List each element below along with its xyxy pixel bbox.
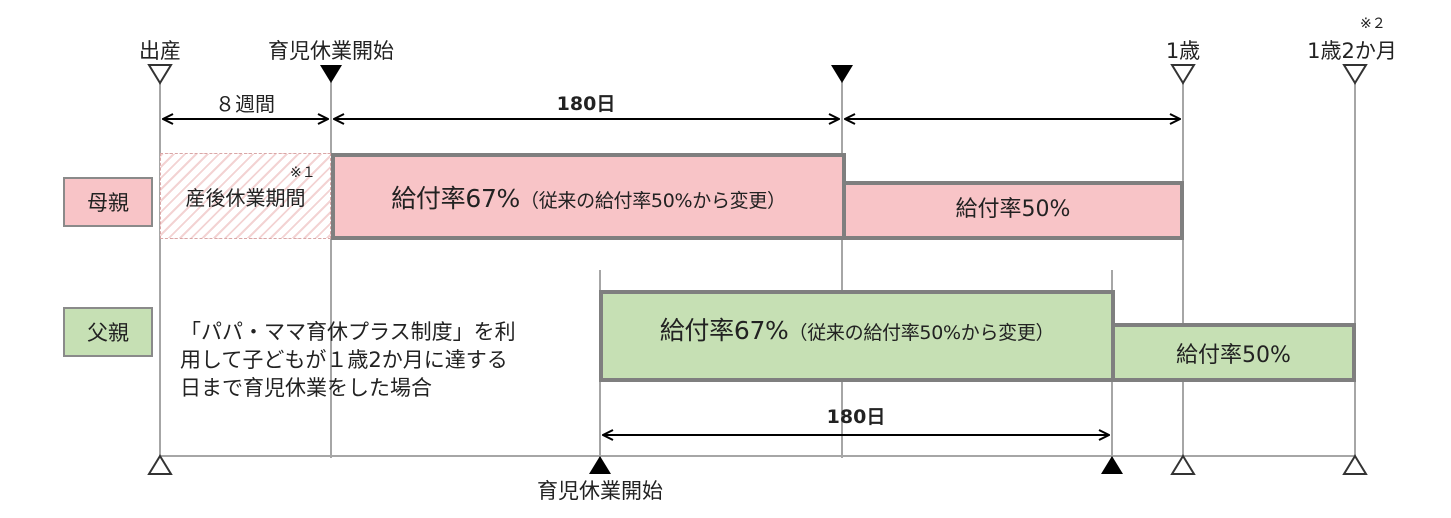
father-bar-rate-67-main: 給付率67% <box>659 316 789 345</box>
father-bar-rate-50: 給付率50% <box>1111 323 1356 382</box>
row-tag-mother: 母親 <box>63 177 153 227</box>
marker-one-year-icon <box>1170 64 1196 85</box>
span-label-father-180-days: 180日 <box>826 406 886 428</box>
marker-birth-icon <box>147 64 173 85</box>
papa-mama-plus-note-line-1: 「パパ・ママ育休プラス制度」を利 <box>180 320 516 344</box>
papa-mama-plus-note-line-2: 用して子どもが１歳2か月に達する <box>180 348 508 372</box>
papa-mama-plus-note-line-3: 日まで育児休業をした場合 <box>180 376 432 400</box>
marker-father-180-end-icon <box>1101 456 1123 474</box>
marker-bottom-one-year-two-months-icon <box>1342 454 1368 475</box>
marker-bottom-birth-icon <box>147 454 173 475</box>
father-bar-rate-50-text: 給付率50% <box>1176 342 1291 368</box>
mother-bar-rate-67-sub: （従来の給付率50%から変更） <box>520 189 786 212</box>
mother-bar-rate-67: 給付率67%（従来の給付率50%から変更） <box>331 153 846 240</box>
postpartum-leave-period: 産後休業期間 <box>160 153 331 239</box>
father-bar-rate-67: 給付率67%（従来の給付率50%から変更） <box>599 290 1115 382</box>
note-mark-2: ※２ <box>1360 16 1386 32</box>
marker-label-one-year-two-months: 1歳2か月 <box>1307 39 1397 63</box>
mother-bar-rate-50: 給付率50% <box>842 181 1184 240</box>
span-label-eight-weeks: ８週間 <box>215 92 275 116</box>
span-label-mother-180-days: 180日 <box>556 93 616 115</box>
father-bar-rate-67-sub: （従来の給付率50%から変更） <box>788 322 1055 344</box>
note-mark-1: ※１ <box>290 165 316 181</box>
marker-mother-leave-start-icon <box>320 65 342 83</box>
father-bar-rate-67-text: 給付率67%（従来の給付率50%から変更） <box>660 311 1055 347</box>
postpartum-leave-label: 産後休業期間 <box>185 185 306 210</box>
mother-bar-rate-67-text: 給付率67%（従来の給付率50%から変更） <box>391 179 786 215</box>
marker-bottom-one-year-icon <box>1170 454 1196 475</box>
marker-label-birth: 出産 <box>139 39 181 63</box>
marker-label-father-leave-start: 育児休業開始 <box>537 479 663 503</box>
marker-label-mother-leave-start: 育児休業開始 <box>268 39 394 63</box>
marker-mother-180-end-icon <box>831 65 853 83</box>
marker-father-leave-start-icon <box>589 456 611 474</box>
papa-mama-plus-note: 「パパ・ママ育休プラス制度」を利 用して子どもが１歳2か月に達する 日まで育児休… <box>180 318 516 402</box>
mother-bar-rate-67-main: 給付率67% <box>391 183 521 213</box>
mother-bar-rate-50-text: 給付率50% <box>955 196 1071 222</box>
row-tag-father: 父親 <box>63 307 153 357</box>
marker-label-one-year: 1歳 <box>1165 39 1201 63</box>
marker-one-year-two-months-icon <box>1342 64 1368 85</box>
